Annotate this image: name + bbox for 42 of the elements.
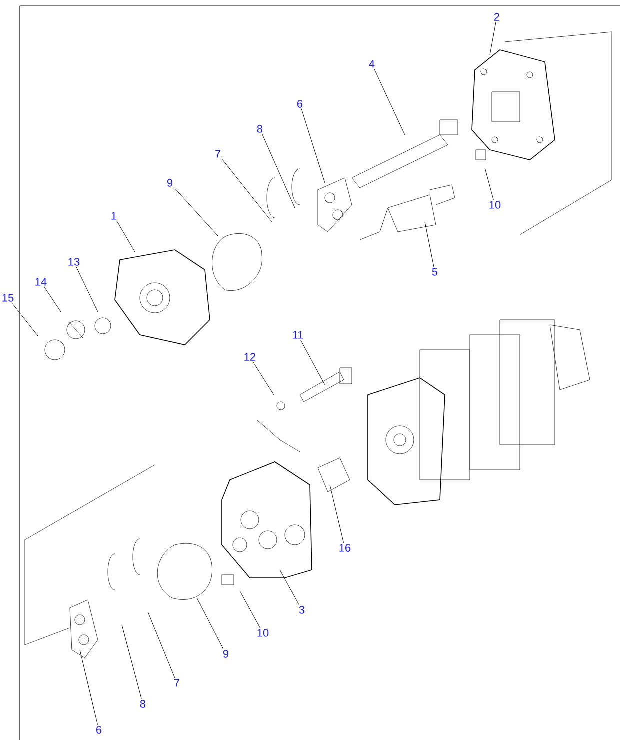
leader-line <box>44 286 62 312</box>
leader-line <box>76 266 98 312</box>
callout-number: 3 <box>299 606 305 614</box>
leader-line <box>490 22 496 56</box>
leader-line <box>80 650 98 726</box>
leader-line <box>252 362 274 396</box>
callout-number: 15 <box>2 294 14 302</box>
leader-line <box>280 570 300 606</box>
leader-line <box>12 302 38 336</box>
callout-number: 5 <box>432 268 438 276</box>
leader-line <box>301 108 326 184</box>
leader-line <box>174 187 218 236</box>
callout-number: 8 <box>140 700 146 708</box>
callout-number: 16 <box>340 544 351 552</box>
callout-number: 2 <box>494 13 500 21</box>
leader-line <box>222 158 272 222</box>
callout-number: 1 <box>112 212 117 220</box>
callout-number: 6 <box>298 100 303 108</box>
callout-number: 4 <box>369 60 375 68</box>
leader-line <box>424 222 434 268</box>
callout-number: 7 <box>174 679 180 687</box>
callout-number: 11 <box>293 331 304 339</box>
leader-line <box>148 612 176 678</box>
leader-line <box>330 484 344 544</box>
callout-number: 7 <box>216 150 220 158</box>
leader-line <box>484 168 494 200</box>
callout-number: 12 <box>244 353 256 361</box>
callout-number: 9 <box>167 179 173 187</box>
leader-line <box>196 598 224 650</box>
leader-line <box>240 590 260 628</box>
callout-number: 9 <box>223 650 229 658</box>
callout-number: 6 <box>96 726 102 734</box>
leader-line <box>262 134 296 208</box>
leader-line <box>374 68 406 136</box>
callout-number: 13 <box>68 258 80 266</box>
leader-line <box>116 220 136 252</box>
callout-number: 10 <box>258 629 269 637</box>
callout-number: 14 <box>36 278 47 286</box>
callout-number: 8 <box>257 125 263 133</box>
leader-line <box>122 624 142 700</box>
leader-line <box>300 340 326 386</box>
callout-number: 10 <box>490 201 501 209</box>
